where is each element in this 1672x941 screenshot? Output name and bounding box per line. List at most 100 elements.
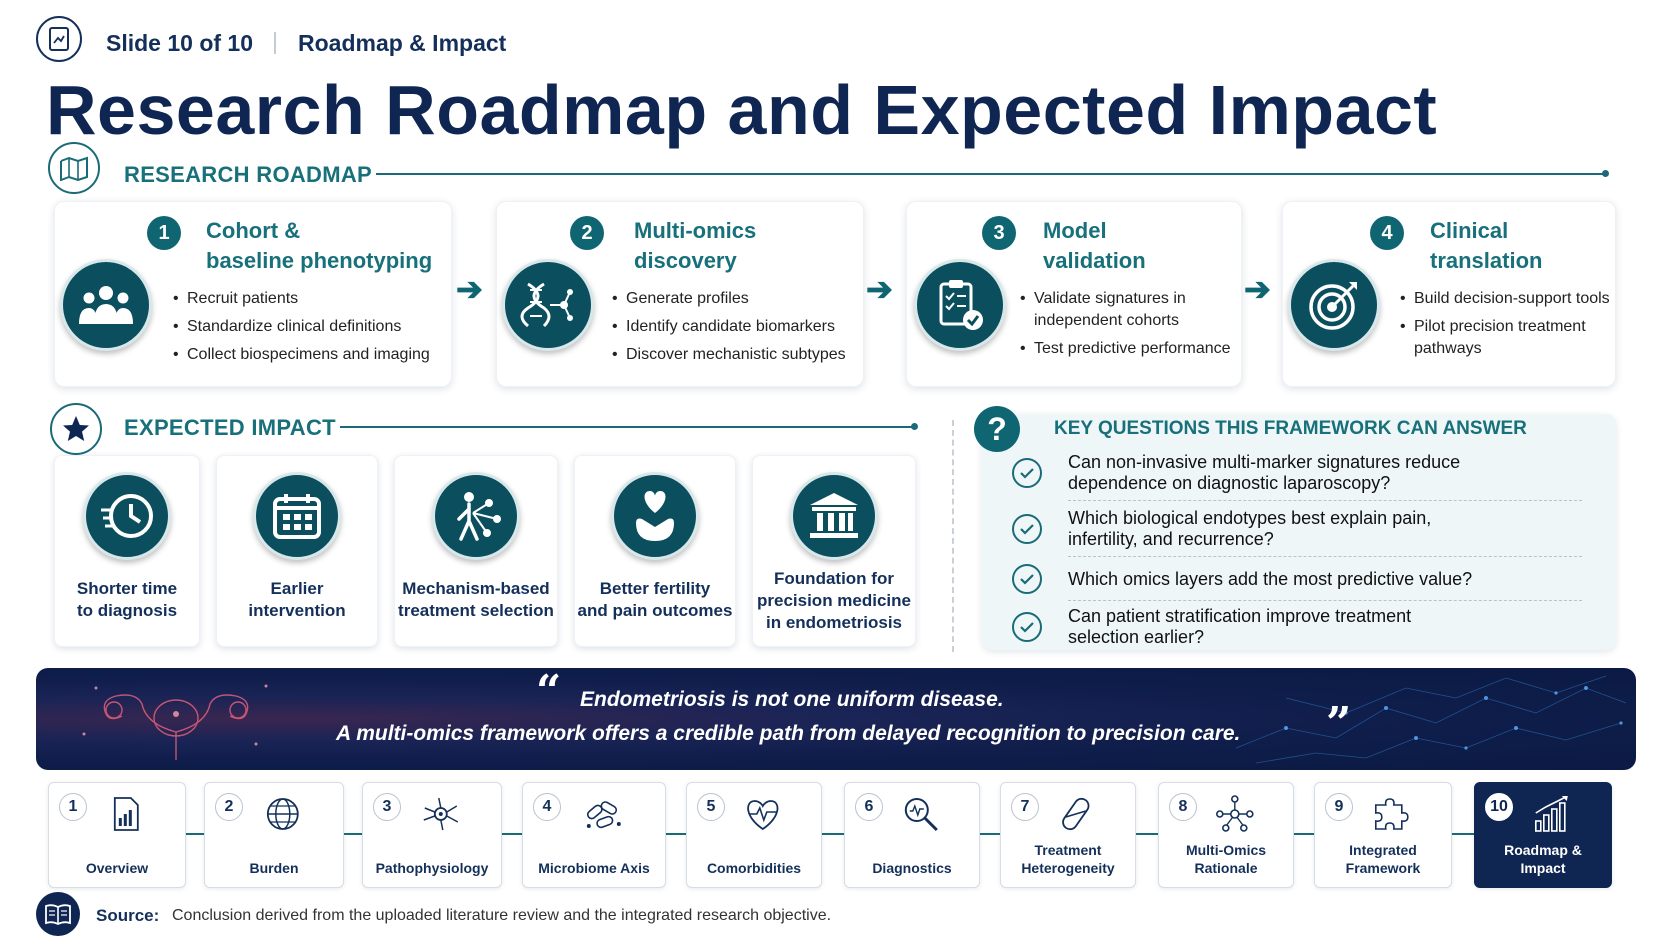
nav-number: 2: [215, 793, 243, 821]
roadmap-heading-rule: [376, 173, 1604, 175]
question-item: Can non-invasive multi-marker signatures…: [1012, 450, 1586, 496]
nav-label: Comorbidities: [706, 860, 802, 876]
magnifier-icon: [899, 793, 943, 835]
nav-connector: [186, 833, 204, 835]
nav-number: 10: [1485, 793, 1513, 821]
quote-line-2: A multi-omics framework offers a credibl…: [336, 722, 1241, 745]
question-item: Which omics layers add the most predicti…: [1012, 562, 1586, 596]
nav-slide-1[interactable]: 1 Overview: [48, 782, 186, 888]
nav-slide-3[interactable]: 3 Pathophysiology: [362, 782, 502, 888]
nav-label: Roadmap &Impact: [1504, 842, 1582, 876]
network-pattern-decoration: [1235, 675, 1627, 764]
step-1-title: Cohort &baseline phenotyping: [206, 218, 433, 273]
arrow-right-icon: ➔: [1244, 271, 1271, 307]
cell-icon: [419, 793, 463, 835]
question-item: Which biological endotypes best explain …: [1012, 506, 1586, 552]
source-text: Conclusion derived from the uploaded lit…: [172, 907, 832, 924]
nav-connector: [666, 833, 686, 835]
step-3-number: 3: [982, 216, 1016, 250]
nav-connector: [1452, 833, 1474, 835]
step-4-number: 4: [1370, 216, 1404, 250]
key-questions-panel: ? KEY QUESTIONS THIS FRAMEWORK CAN ANSWE…: [974, 406, 1616, 650]
puzzle-icon: [1370, 793, 1414, 835]
list-item: Recruit patients: [173, 288, 443, 310]
open-quote-mark: “: [536, 668, 562, 717]
question-text: Which biological endotypes best explain …: [1068, 508, 1432, 549]
dna-network-icon: [502, 259, 594, 351]
slide-document-icon: [36, 16, 82, 62]
list-item: Pilot precision treatment pathways: [1400, 316, 1610, 360]
list-item: Standardize clinical definitions: [173, 316, 443, 338]
nav-label: Pathophysiology: [375, 860, 489, 876]
target-icon: [1288, 259, 1380, 351]
people-group-icon: [60, 259, 152, 351]
impact-rule-dot: [911, 423, 918, 430]
molecule-network-icon: [1213, 793, 1257, 835]
check-circle-icon: [1012, 458, 1042, 488]
nav-number: 9: [1325, 793, 1353, 821]
impact-heading: EXPECTED IMPACT: [124, 415, 336, 440]
nav-number: 8: [1169, 793, 1197, 821]
calendar-icon: [253, 472, 341, 560]
question-mark-icon: ?: [974, 406, 1020, 452]
person-network-icon: [432, 472, 520, 560]
nav-slide-2[interactable]: 2 Burden: [204, 782, 344, 888]
roadmap-rule-dot: [1602, 170, 1609, 177]
step-1-bullets: Recruit patients Standardize clinical de…: [173, 288, 443, 372]
arrow-right-icon: ➔: [866, 271, 893, 307]
nav-number: 6: [855, 793, 883, 821]
clipboard-check-icon: [914, 259, 1006, 351]
quote-banner: “ Endometriosis is not one uniform disea…: [36, 668, 1636, 770]
page-title: Research Roadmap and Expected Impact: [46, 71, 1438, 149]
roadmap-heading: RESEARCH ROADMAP: [124, 162, 373, 187]
step-1-number: 1: [147, 216, 181, 250]
slide-counter: Slide 10 of 10: [106, 30, 254, 56]
divider: [1068, 556, 1582, 557]
heart-pulse-icon: [741, 793, 785, 835]
step-2-number: 2: [570, 216, 604, 250]
nav-slide-4[interactable]: 4 Microbiome Axis: [522, 782, 666, 888]
question-text: Which omics layers add the most predicti…: [1068, 568, 1473, 589]
globe-icon: [261, 793, 305, 835]
nav-connector: [502, 833, 522, 835]
nav-slide-5[interactable]: 5 Comorbidities: [686, 782, 822, 888]
nav-slide-10-active[interactable]: 10 Roadmap &Impact: [1474, 782, 1612, 888]
check-circle-icon: [1012, 514, 1042, 544]
nav-slide-6[interactable]: 6 Diagnostics: [844, 782, 980, 888]
question-text: Can patient stratification improve treat…: [1068, 606, 1412, 647]
list-item: Generate profiles: [612, 288, 852, 310]
source-label: Source:: [96, 906, 160, 925]
list-item: Build decision-support tools: [1400, 288, 1610, 310]
nav-label: Microbiome Axis: [538, 860, 650, 876]
arrow-right-icon: ➔: [456, 271, 483, 307]
star-icon: [50, 403, 102, 455]
nav-connector: [980, 833, 1000, 835]
header-divider: [274, 32, 276, 54]
institution-icon: [790, 472, 878, 560]
capsule-icon: [1055, 793, 1099, 835]
open-book-icon: [36, 892, 80, 936]
divider: [1068, 500, 1582, 501]
question-item: Can patient stratification improve treat…: [1012, 604, 1586, 650]
list-item: Discover mechanistic subtypes: [612, 344, 852, 366]
clock-fast-icon: [83, 472, 171, 560]
check-circle-icon: [1012, 612, 1042, 642]
bacteria-icon: [581, 793, 625, 835]
check-circle-icon: [1012, 564, 1042, 594]
nav-number: 1: [59, 793, 87, 821]
